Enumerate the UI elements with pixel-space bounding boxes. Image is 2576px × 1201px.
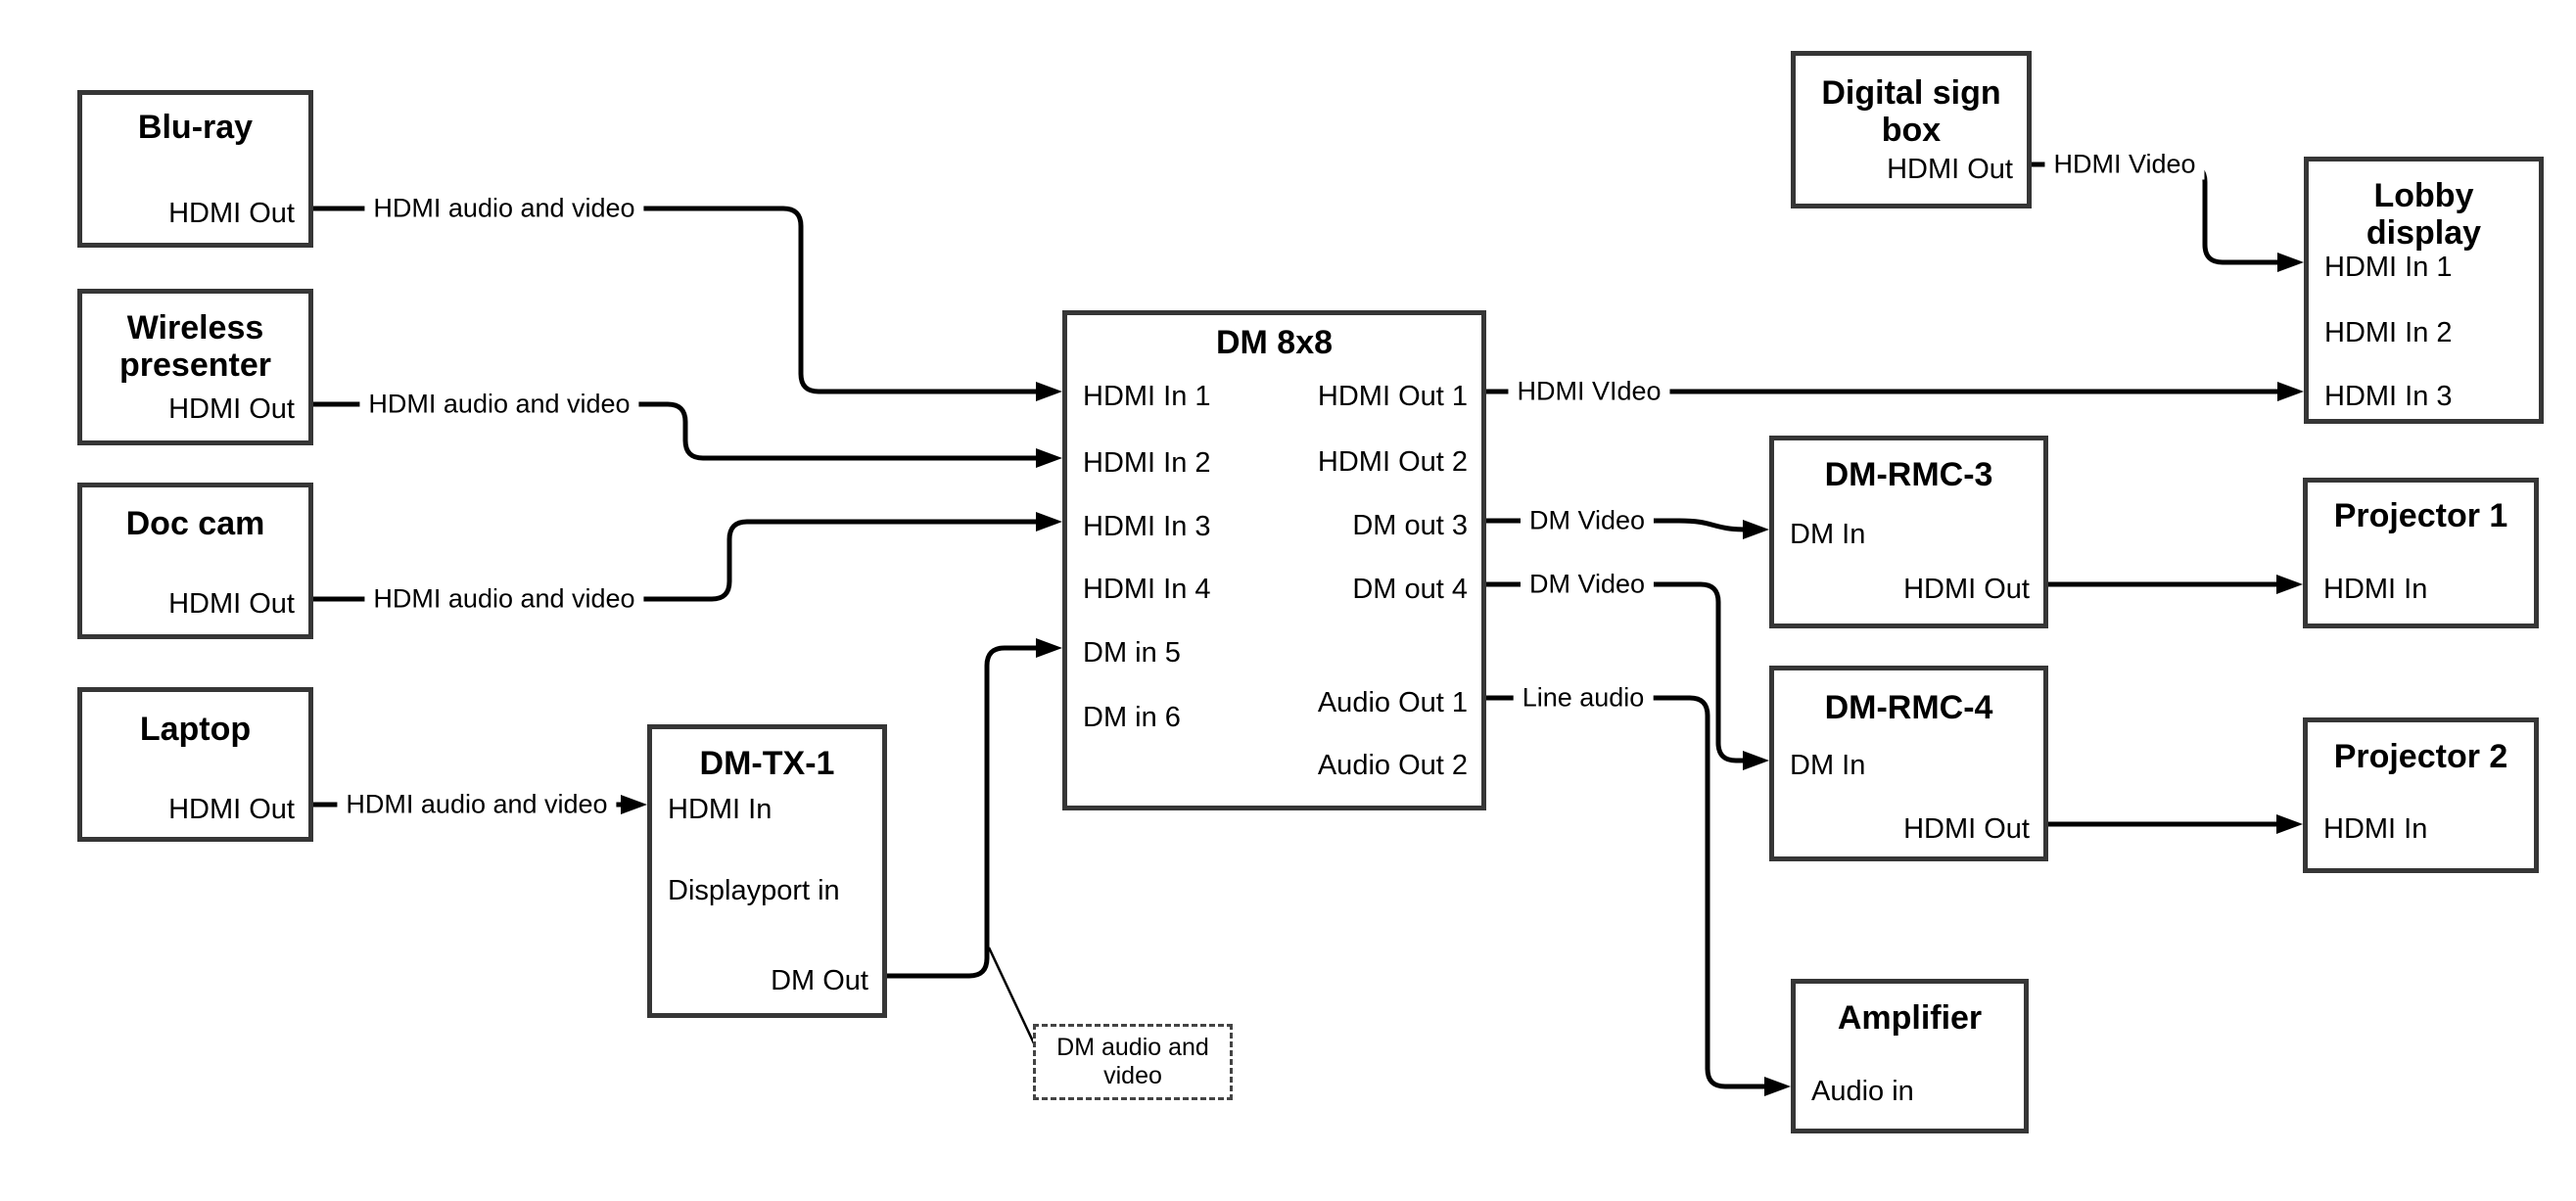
port-doc-cam-hdmi-out: HDMI Out (168, 588, 295, 620)
edge-dm8x8-out3-to-rmc3 (1486, 518, 1749, 532)
edge-label-sign-feed: HDMI Video (2044, 149, 2205, 180)
node-dm-8x8: DM 8x8 HDMI In 1 HDMI In 2 HDMI In 3 HDM… (1062, 310, 1486, 810)
edge-label-dm-out-4: DM Video (1520, 569, 1655, 600)
node-lobby-display: Lobby display HDMI In 1 HDMI In 2 HDMI I… (2304, 157, 2544, 424)
port-rmc3-hdmi-out: HDMI Out (1903, 574, 2030, 605)
edge-dm8x8-audio1-to-amplifier (1486, 695, 1769, 1089)
arrowhead (1036, 382, 1062, 401)
node-dm-tx-1: DM-TX-1 HDMI In Displayport in DM Out (647, 724, 887, 1018)
node-title: Projector 1 (2333, 497, 2508, 534)
edge-label-audio-out-1: Line audio (1513, 682, 1654, 714)
edge-label-doc-cam-feed: HDMI audio and video (364, 583, 644, 615)
node-title: Laptop (139, 711, 252, 748)
arrowhead (1036, 638, 1062, 658)
node-projector-1: Projector 1 HDMI In (2303, 478, 2539, 628)
arrowhead (1764, 1077, 1791, 1096)
node-title: Digital sign box (1821, 74, 2001, 149)
port-dm8x8-hdmi-out-1: HDMI Out 1 (1317, 381, 1468, 412)
node-title: Projector 2 (2333, 738, 2508, 775)
port-laptop-hdmi-out: HDMI Out (168, 794, 295, 825)
edge-wireless-to-dm8x8-in2 (313, 401, 1041, 461)
edge-label-hdmi-out-1: HDMI VIdeo (1508, 376, 1670, 407)
node-amplifier: Amplifier Audio in (1791, 979, 2029, 1133)
arrowhead (1036, 448, 1062, 468)
node-dm-rmc-4: DM-RMC-4 DM In HDMI Out (1769, 666, 2048, 861)
node-wireless-presenter: Wireless presenter HDMI Out (77, 289, 313, 445)
node-title: DM 8x8 (1215, 324, 1334, 361)
node-title: Lobby display (2365, 177, 2482, 252)
edge-doc-cam-to-dm8x8-in3 (313, 519, 1041, 602)
edge-label-blu-ray-feed: HDMI audio and video (364, 193, 644, 224)
port-blu-ray-hdmi-out: HDMI Out (168, 198, 295, 229)
edge-label-wireless-feed: HDMI audio and video (359, 389, 639, 420)
edge-blu-ray-to-dm8x8-in1 (313, 206, 1041, 394)
port-dm8x8-hdmi-in-2: HDMI In 2 (1083, 447, 1211, 479)
node-title: DM-RMC-4 (1824, 689, 1993, 726)
node-title: Wireless presenter (119, 309, 271, 384)
port-dm-tx-1-displayport-in: Displayport in (668, 875, 840, 906)
node-dm-rmc-3: DM-RMC-3 DM In HDMI Out (1769, 436, 2048, 628)
edge-dm-tx-1-to-dm8x8-in5 (887, 645, 1041, 979)
port-lobby-hdmi-in-3: HDMI In 3 (2324, 381, 2453, 412)
port-dm8x8-audio-out-2: Audio Out 2 (1317, 750, 1468, 781)
port-amplifier-audio-in: Audio in (1811, 1076, 1914, 1107)
edge-label-laptop-feed: HDMI audio and video (337, 789, 617, 820)
edge-dm8x8-out4-to-rmc4 (1486, 581, 1748, 763)
arrowhead (1036, 512, 1062, 531)
port-dm-tx-1-dm-out: DM Out (771, 965, 868, 996)
arrowhead (2277, 382, 2304, 401)
port-dm8x8-hdmi-in-1: HDMI In 1 (1083, 381, 1211, 412)
port-dm-tx-1-hdmi-in: HDMI In (668, 794, 773, 825)
node-digital-sign-box: Digital sign box HDMI Out (1791, 51, 2032, 208)
node-projector-2: Projector 2 HDMI In (2303, 717, 2539, 873)
port-projector1-hdmi-in: HDMI In (2323, 574, 2428, 605)
port-dm8x8-dm-in-5: DM in 5 (1083, 637, 1181, 669)
port-projector2-hdmi-in: HDMI In (2323, 813, 2428, 845)
port-dm8x8-hdmi-out-2: HDMI Out 2 (1317, 446, 1468, 478)
node-title: Amplifier (1837, 999, 1983, 1037)
arrowhead (2276, 814, 2303, 834)
port-dm8x8-hdmi-in-3: HDMI In 3 (1083, 511, 1211, 542)
node-doc-cam: Doc cam HDMI Out (77, 483, 313, 639)
port-rmc4-dm-in: DM In (1790, 750, 1866, 781)
port-dm8x8-audio-out-1: Audio Out 1 (1317, 687, 1468, 718)
node-title: Blu-ray (137, 109, 254, 146)
edge-label-dm-out-3: DM Video (1520, 505, 1655, 536)
arrowhead (1743, 751, 1769, 770)
callout-leader-line (987, 947, 1036, 1044)
callout-dm-audio-and-video: DM audio and video (1033, 1024, 1233, 1100)
arrowhead (621, 795, 647, 814)
node-blu-ray: Blu-ray HDMI Out (77, 90, 313, 248)
port-sign-hdmi-out: HDMI Out (1887, 154, 2013, 185)
arrowhead (1743, 520, 1769, 539)
node-title: DM-TX-1 (699, 745, 835, 782)
port-dm8x8-dm-in-6: DM in 6 (1083, 702, 1181, 733)
node-title: DM-RMC-3 (1824, 456, 1993, 493)
port-lobby-hdmi-in-1: HDMI In 1 (2324, 252, 2453, 283)
port-dm8x8-dm-out-4: DM out 4 (1352, 574, 1468, 605)
port-rmc3-dm-in: DM In (1790, 519, 1866, 550)
arrowhead (2276, 575, 2303, 594)
callout-text: DM audio and video (1056, 1034, 1209, 1089)
port-dm8x8-dm-out-3: DM out 3 (1352, 510, 1468, 541)
arrowhead (2277, 253, 2304, 272)
port-wireless-hdmi-out: HDMI Out (168, 393, 295, 425)
node-laptop: Laptop HDMI Out (77, 687, 313, 842)
port-rmc4-hdmi-out: HDMI Out (1903, 813, 2030, 845)
node-title: Doc cam (125, 505, 265, 542)
port-lobby-hdmi-in-2: HDMI In 2 (2324, 317, 2453, 348)
port-dm8x8-hdmi-in-4: HDMI In 4 (1083, 574, 1211, 605)
